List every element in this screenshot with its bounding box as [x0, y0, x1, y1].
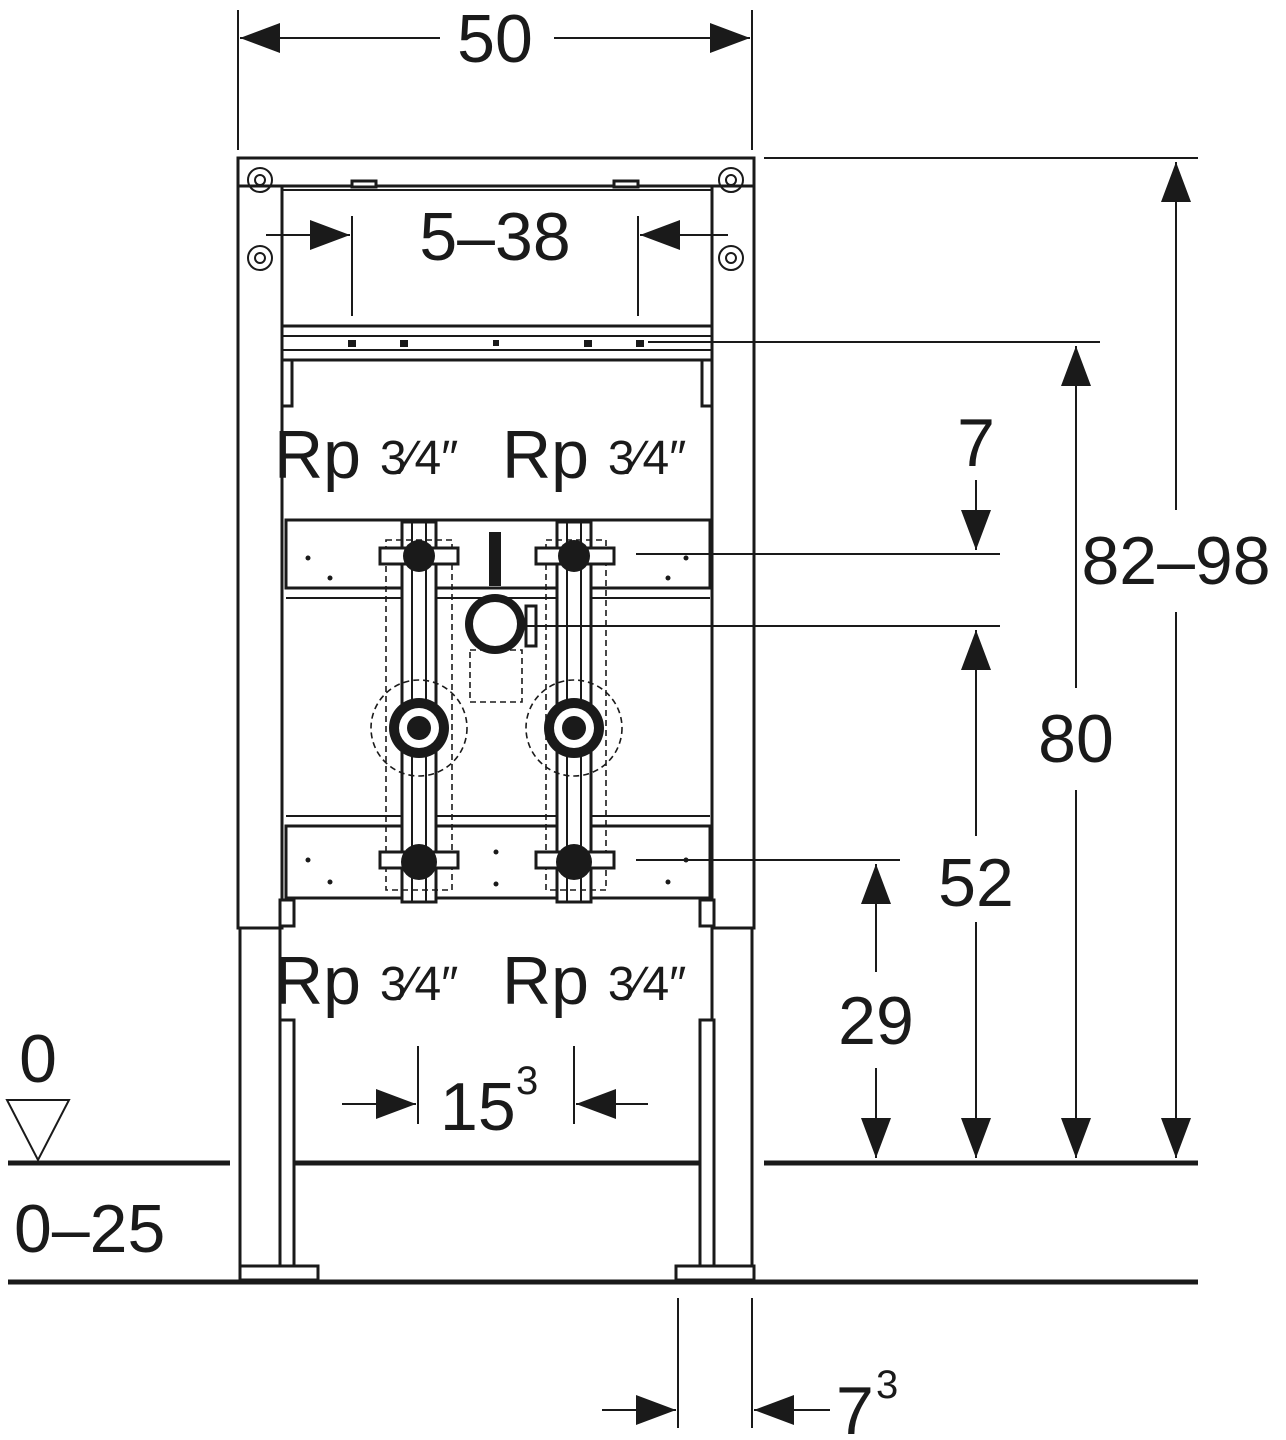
- top-offset-label: 7: [957, 405, 995, 481]
- connection-label-top-left: Rp 3⁄4″: [274, 417, 458, 493]
- overall-height-dimension: [764, 157, 1198, 1158]
- bottom-connection-height-dimension: [636, 859, 900, 1158]
- bottom-connection-height-label: 29: [838, 983, 914, 1059]
- clamp-dimension: [266, 216, 728, 316]
- width-dimension-label: 50: [457, 1, 533, 77]
- frame: [236, 156, 756, 1282]
- width-dimension: [237, 10, 753, 150]
- foot-offset-label: 7: [836, 1373, 874, 1440]
- floor-level-triangle-icon: [5, 1099, 71, 1163]
- top-offset-dimension: [636, 480, 1000, 555]
- connection-label-bottom-right: Rp 3⁄4″: [502, 943, 686, 1019]
- top-connection-height-label: 52: [938, 845, 1014, 921]
- fittings: [378, 532, 616, 880]
- overall-height-label: 82–98: [1081, 523, 1270, 599]
- connection-spacing-dimension: [342, 1046, 648, 1124]
- connection-label-top-right: Rp 3⁄4″: [502, 417, 686, 493]
- rail-height-label: 80: [1038, 701, 1114, 777]
- floor-level-label: 0: [19, 1021, 57, 1097]
- clamp-dimension-label: 5–38: [419, 199, 570, 275]
- foot-offset-superscript: 3: [876, 1363, 898, 1407]
- connection-spacing-superscript: 3: [516, 1059, 538, 1103]
- top-connection-height-dimension: [520, 625, 1000, 1158]
- floor-range-label: 0–25: [14, 1191, 165, 1267]
- foot-offset-dimension: [602, 1298, 830, 1428]
- rail-height-dimension: [648, 341, 1100, 1158]
- connection-spacing-label: 15: [440, 1069, 516, 1145]
- connection-label-bottom-left: Rp 3⁄4″: [274, 943, 458, 1019]
